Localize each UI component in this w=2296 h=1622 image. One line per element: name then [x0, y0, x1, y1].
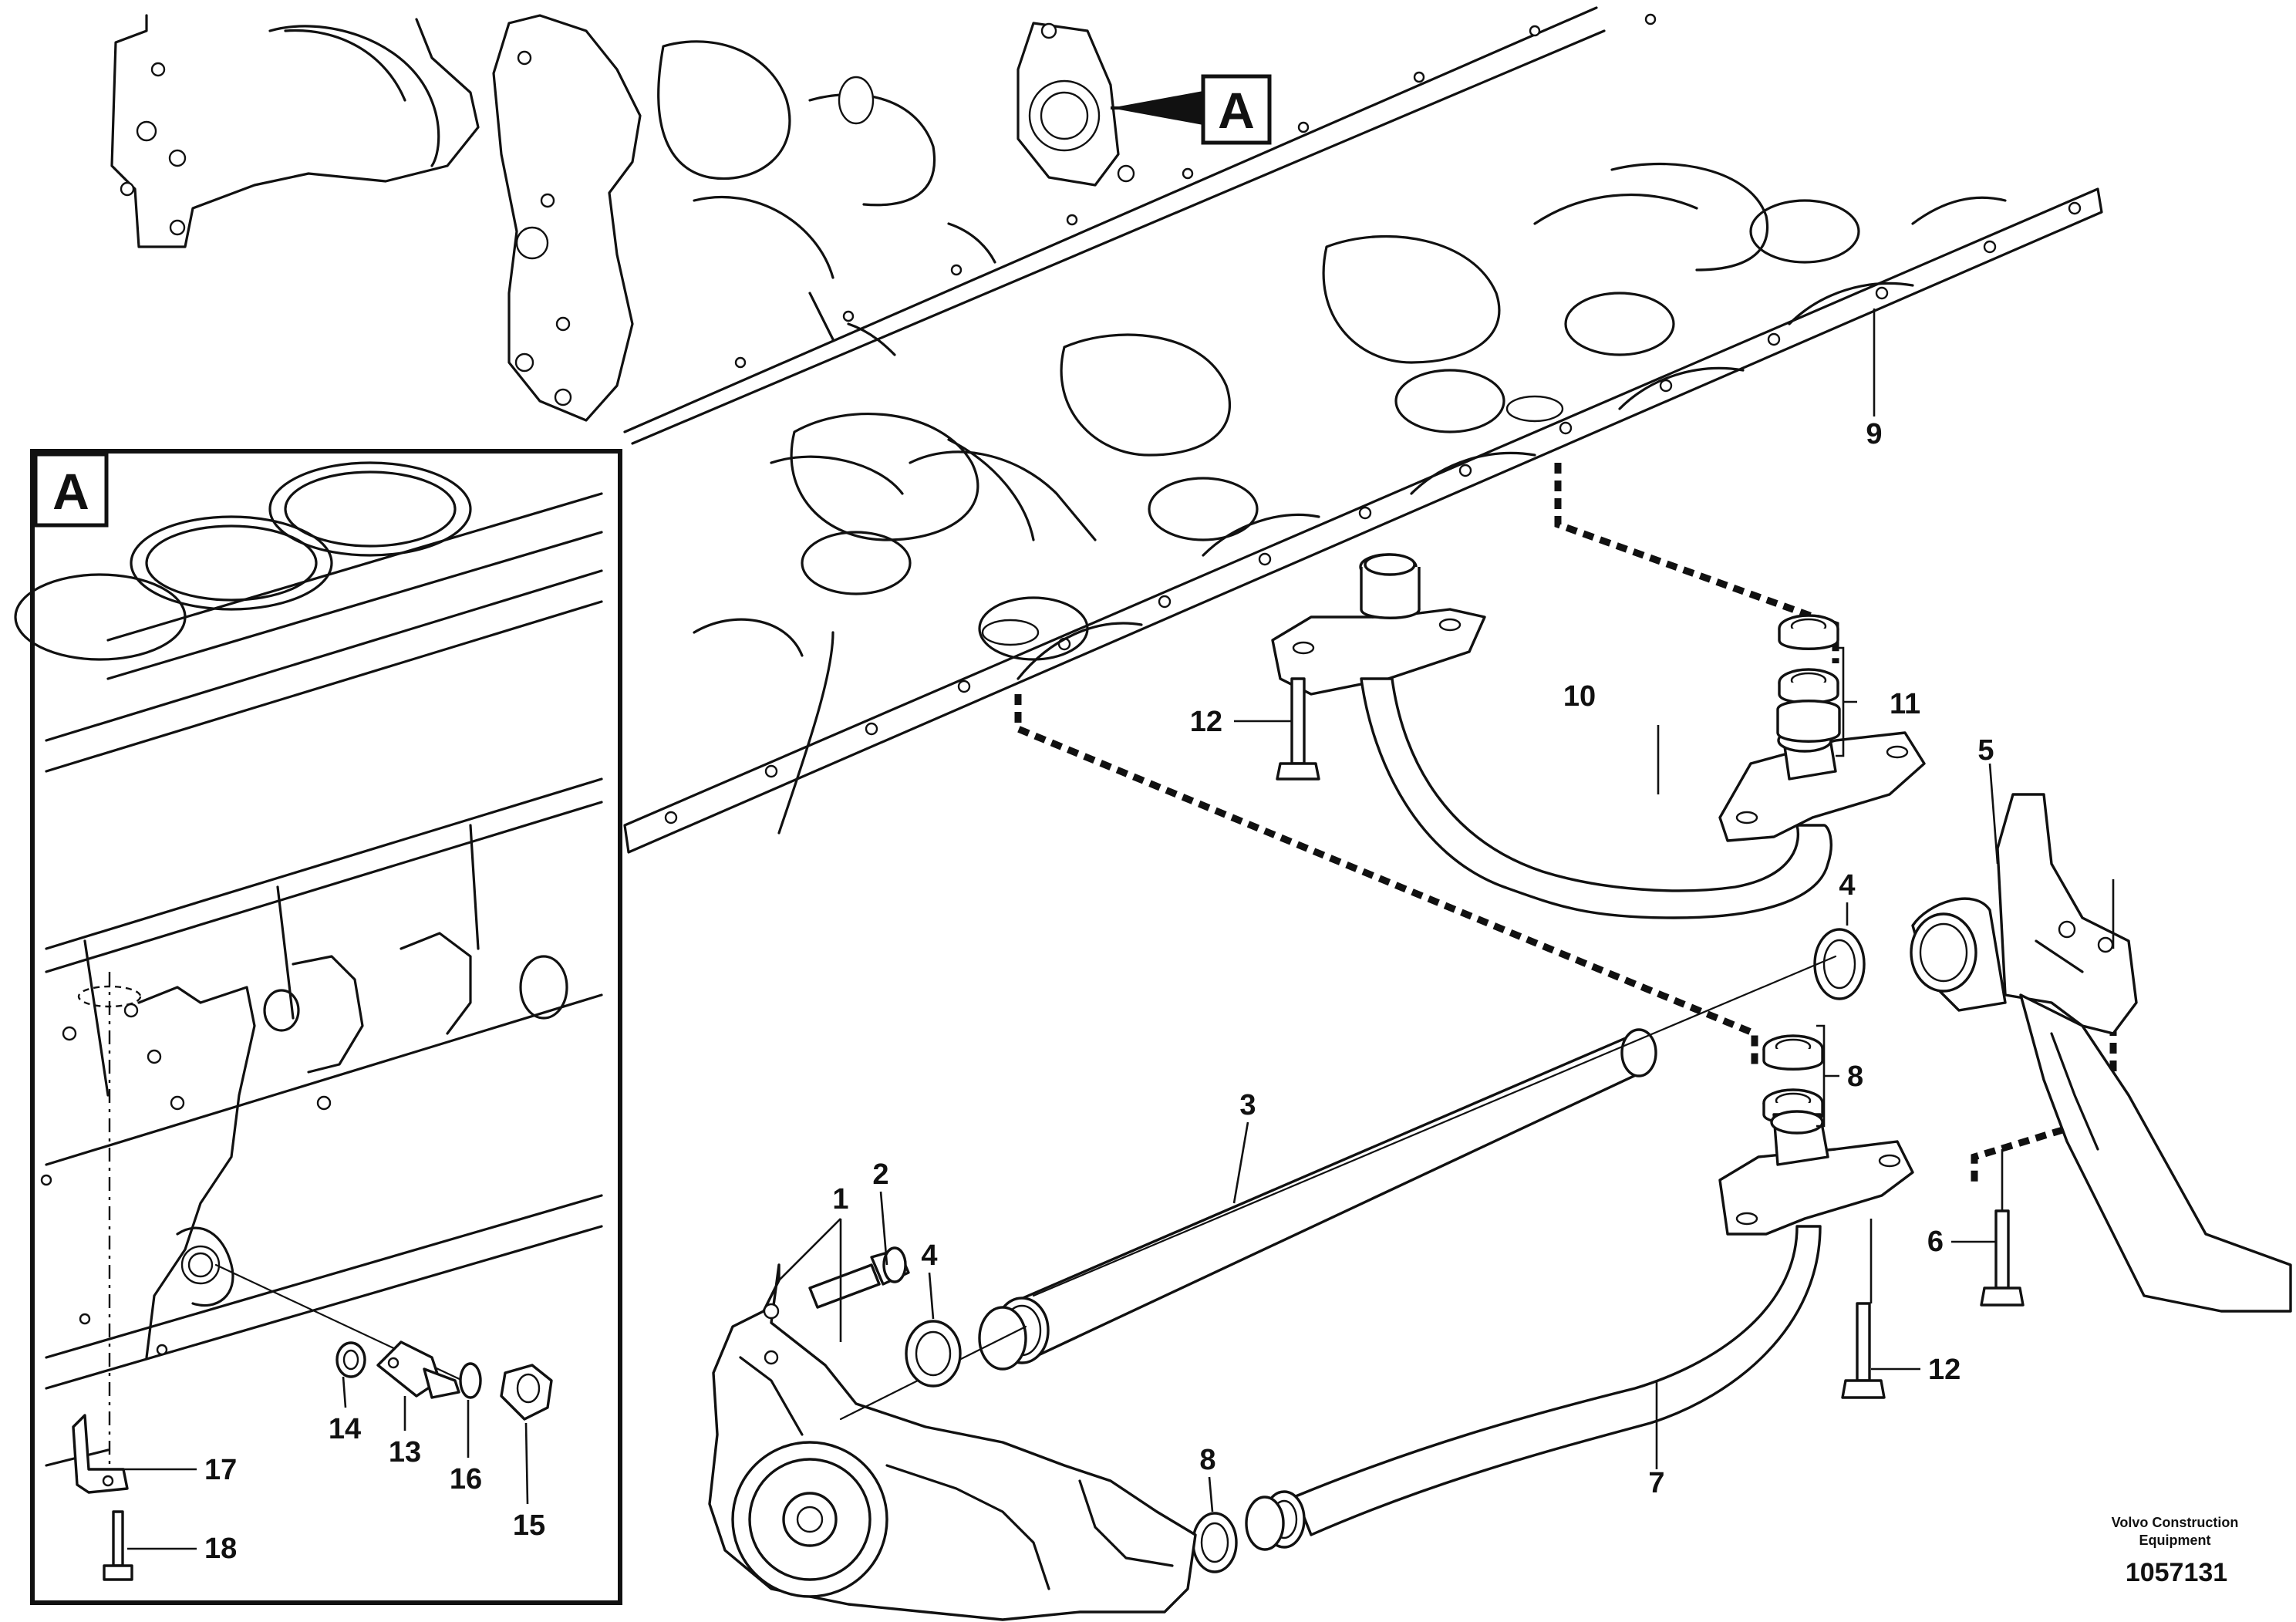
oil-pump-1	[708, 1263, 1197, 1621]
callout-8-upper: 8	[1847, 1061, 1863, 1093]
brand-line-1: Volvo Construction	[2112, 1515, 2239, 1530]
bolt-6	[1980, 1209, 2025, 1307]
callout-4-right: 4	[1839, 869, 1855, 902]
callout-12-upper: 12	[1190, 706, 1222, 738]
callout-16: 16	[450, 1463, 482, 1496]
document-number: 1057131	[2126, 1558, 2227, 1587]
tube-3	[978, 955, 1837, 1371]
bolt-12-lower	[1841, 1302, 1886, 1399]
callout-6: 6	[1927, 1226, 1944, 1258]
pipe-10	[1271, 553, 1926, 919]
inset-label: A	[52, 463, 89, 520]
seal-8-lower	[1192, 1512, 1238, 1573]
figure-footer: Volvo Construction Equipment 1057131	[2112, 1515, 2239, 1587]
engine-block	[110, 6, 2103, 854]
view-marker-label: A	[1218, 82, 1255, 139]
callout-18: 18	[204, 1533, 237, 1565]
seal-rings-8	[1762, 1034, 1824, 1125]
callout-labels: 9 11 10 12 5 4 8 3 1 2 4 6 12 7 8 17 18 …	[204, 418, 1994, 1565]
bolt-12-upper	[1276, 677, 1320, 781]
strainer-5	[1910, 793, 2292, 1313]
callout-3: 3	[1239, 1089, 1256, 1121]
callout-11: 11	[1890, 688, 1920, 720]
view-marker-a: A	[1111, 74, 1272, 145]
brand-line-2: Equipment	[2139, 1533, 2211, 1548]
callout-5: 5	[1977, 734, 1994, 767]
callout-1: 1	[832, 1183, 848, 1216]
leader-lines	[123, 309, 2004, 1550]
callout-17: 17	[204, 1454, 237, 1486]
bolt-2	[808, 1246, 910, 1309]
callout-15: 15	[513, 1509, 545, 1542]
callout-14: 14	[329, 1413, 361, 1445]
callout-10: 10	[1563, 680, 1596, 713]
callout-13: 13	[389, 1436, 421, 1469]
seal-rings-11	[1776, 614, 1841, 743]
callout-12-lower: 12	[1928, 1354, 1961, 1386]
pipe-7	[1245, 1110, 1914, 1551]
seal-4-lower	[905, 1320, 962, 1388]
callout-9: 9	[1866, 418, 1882, 450]
callout-8-lower: 8	[1199, 1444, 1215, 1476]
callout-4-lower: 4	[921, 1239, 937, 1272]
callout-2: 2	[872, 1158, 888, 1191]
detail-view-a: A	[14, 449, 622, 1605]
callout-7: 7	[1648, 1467, 1664, 1499]
seal-4-right	[1813, 928, 1866, 1000]
